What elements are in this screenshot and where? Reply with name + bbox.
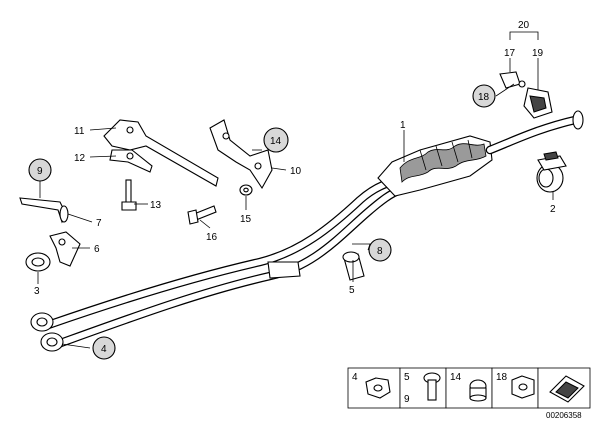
arrow-marker-icon [549, 375, 585, 403]
callout-9[interactable]: 9 [37, 166, 43, 177]
hardware-label-5: 5 [404, 372, 410, 383]
catalytic-converter[interactable] [377, 110, 584, 197]
callout-1[interactable]: 1 [400, 120, 406, 131]
callout-5[interactable]: 5 [349, 285, 355, 296]
hardware-label-4: 4 [352, 372, 358, 383]
flange-nut-icon [511, 375, 535, 399]
hardware-label-18: 18 [496, 372, 508, 383]
callout-circle-4 [92, 336, 116, 360]
callout-20[interactable]: 20 [518, 20, 530, 31]
callout-14[interactable]: 14 [270, 136, 282, 147]
callout-11[interactable]: 11 [74, 126, 85, 137]
callout-18[interactable]: 18 [478, 92, 490, 103]
exhaust-pipe-assembly[interactable] [30, 173, 415, 352]
bracket-6[interactable] [49, 231, 81, 267]
callout-6[interactable]: 6 [94, 244, 100, 255]
callout-7[interactable]: 7 [96, 218, 102, 229]
callout-12[interactable]: 12 [74, 153, 86, 164]
collar-nut-icon [469, 379, 487, 402]
hex-nut-icon [365, 377, 391, 399]
leader-lines [37, 31, 554, 349]
hanger-rod-7[interactable] [19, 197, 69, 224]
callout-circle-8 [368, 238, 392, 262]
callout-19[interactable]: 19 [532, 48, 544, 59]
callout-10[interactable]: 10 [290, 166, 302, 177]
rear-suspension-mount[interactable] [499, 71, 553, 119]
bolt-16[interactable] [187, 205, 217, 225]
callout-3[interactable]: 3 [34, 286, 40, 297]
rear-pipe-clamp[interactable] [536, 151, 567, 193]
callout-circle-14 [263, 127, 289, 153]
callout-circle-18 [472, 84, 496, 108]
callout-15[interactable]: 15 [240, 214, 252, 225]
callout-16[interactable]: 16 [206, 232, 218, 243]
hardware-label-9: 9 [404, 394, 410, 405]
pipe-hanger-bracket [267, 261, 301, 279]
callout-8[interactable]: 8 [377, 246, 383, 257]
callout-circle-9 [28, 158, 52, 182]
hardware-label-14: 14 [450, 372, 462, 383]
hardware-strip: 4 5 9 14 18 [347, 367, 591, 409]
callouts: 1 2 3 4 5 6 7 8 9 10 11 12 13 14 15 16 1… [28, 20, 556, 360]
callout-13[interactable]: 13 [150, 200, 162, 211]
support-bracket-10[interactable] [209, 119, 273, 190]
bolt-13[interactable] [121, 179, 137, 211]
image-number: 00206358 [546, 411, 582, 420]
gasket-3[interactable] [25, 252, 51, 272]
washer-15[interactable] [239, 184, 253, 196]
rubber-mount-5[interactable] [342, 251, 365, 281]
callout-2[interactable]: 2 [550, 204, 556, 215]
bolt-icon [423, 372, 441, 401]
small-clamp-part-17 [499, 71, 521, 89]
transmission-bracket[interactable] [103, 119, 219, 187]
callout-17[interactable]: 17 [504, 48, 516, 59]
callout-4[interactable]: 4 [101, 344, 107, 355]
